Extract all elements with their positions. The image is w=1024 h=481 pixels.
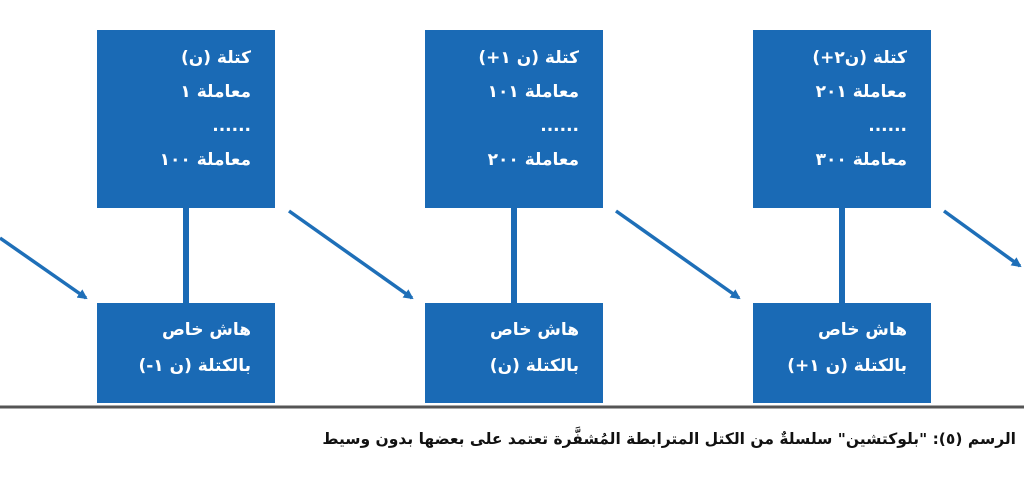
hash-label: بالكتلة (ن ١+) [787,356,907,376]
block-connector [511,208,517,303]
ellipsis: ...... [212,116,251,136]
ellipsis: ...... [868,116,907,136]
hash-box [753,303,931,403]
block-connector [183,208,189,303]
transaction-label: معاملة ١ [180,82,251,102]
block-box [753,30,931,208]
link-arrow [942,209,1022,268]
hash-label: هاش خاص [817,320,907,340]
block-title: كتلة (ن ١+) [478,48,579,68]
transaction-label: معاملة ١٠١ [487,82,579,102]
link-arrow [614,209,741,300]
ellipsis: ...... [540,116,579,136]
hash-box [425,303,603,403]
transaction-label: معاملة ٢٠٠ [487,150,579,170]
hash-label: هاش خاص [161,320,251,340]
figure-caption: الرسم (٥): "بلوكتشين" سلسلةٌ من الكتل ال… [322,430,1016,448]
link-arrow [287,209,414,300]
block-title: كتلة (ن٢+) [812,48,907,68]
hash-box [97,303,275,403]
block-connector [839,208,845,303]
link-arrow [0,236,88,300]
transaction-label: معاملة ٣٠٠ [815,150,907,170]
block-title: كتلة (ن) [180,48,251,68]
hash-label: بالكتلة (ن ١-) [138,356,251,376]
block-box [425,30,603,208]
hash-label: هاش خاص [489,320,579,340]
hash-label: بالكتلة (ن) [489,356,579,376]
transaction-label: معاملة ٢٠١ [815,82,907,102]
block-box [97,30,275,208]
transaction-label: معاملة ١٠٠ [159,150,251,170]
